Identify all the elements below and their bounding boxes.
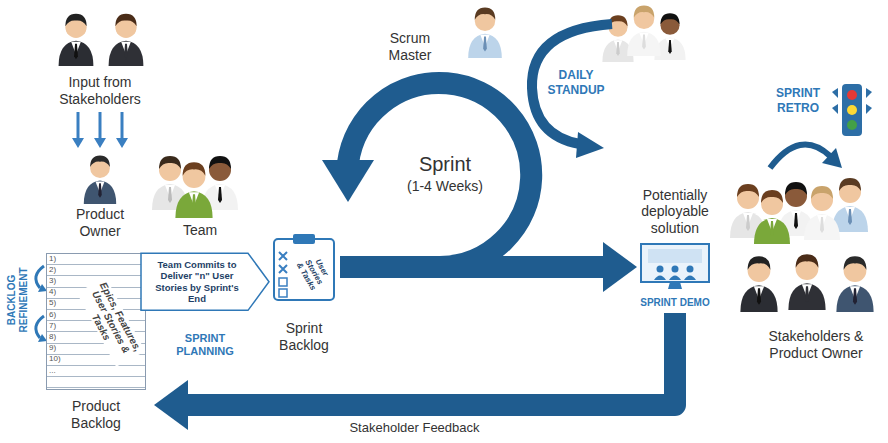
row-number: 8) <box>49 332 67 342</box>
phase-label: SPRINT DEMO <box>620 297 730 309</box>
clipboard-clip <box>293 234 315 244</box>
product-owner-figure <box>84 155 116 204</box>
stakeholder-group-figures <box>754 190 790 244</box>
role-label: Input from Stakeholders <box>40 74 160 108</box>
traffic-light <box>866 88 872 98</box>
role-label: Scrum Master <box>370 30 450 64</box>
edge-label: Stakeholder Feedback <box>335 420 495 436</box>
audience-figure <box>657 266 664 273</box>
traffic-light <box>832 84 872 136</box>
arrow-head <box>603 242 637 292</box>
audience-figure <box>687 266 694 273</box>
phase-label: SPRINT PLANNING <box>170 332 240 360</box>
stakeholder-figures <box>109 14 144 66</box>
role-label: Product Owner <box>55 206 145 240</box>
sprint-loop <box>322 83 531 267</box>
check-box <box>279 289 287 297</box>
sprint-loop <box>322 160 374 202</box>
backlog-items: Epics, Features, User Stories & Tasks <box>77 277 146 367</box>
event-label: BACKLOG REFINEMENT <box>6 250 30 350</box>
standup-arrow <box>576 132 604 158</box>
stakeholder-group-figures <box>730 178 874 312</box>
row-number: 7) <box>49 321 67 331</box>
stakeholder-group-figures <box>832 178 868 232</box>
audience-figure <box>669 276 681 281</box>
clip-node: User Stories & TasksSprint Backlog <box>272 232 336 354</box>
planning-text: Team Commits to Deliver "n" User Stories… <box>140 252 270 312</box>
node-caption: Potentially deployable solution <box>620 187 730 237</box>
clipboard-icon <box>274 239 334 300</box>
audience-figure <box>654 276 666 281</box>
screen-stand <box>668 282 682 289</box>
retro-arrow <box>770 144 842 168</box>
scrum-master-figure <box>468 8 502 58</box>
refinement-arrows <box>36 316 44 338</box>
standup-arrow <box>532 24 612 144</box>
node-caption: Sprint Backlog <box>272 320 336 354</box>
stakeholder-group-figures <box>836 256 873 312</box>
input-arrows <box>72 112 128 148</box>
retro-arrow <box>822 148 842 168</box>
input-arrows <box>116 138 128 148</box>
traffic-light <box>866 104 872 114</box>
stakeholder-group-figures <box>788 254 825 310</box>
refinement-arrows <box>36 266 44 288</box>
stakeholder-group-figures <box>804 186 840 240</box>
input-arrows <box>72 138 84 148</box>
backlog-node: Epics, Features, User Stories & TasksPro… <box>46 253 146 432</box>
role-label: Stakeholders & Product Owner <box>752 328 880 362</box>
sprint-title: Sprint <box>390 152 500 176</box>
stakeholder-group-figures <box>740 256 777 312</box>
traffic-light <box>847 90 857 100</box>
backlog-list: Epics, Features, User Stories & Tasks <box>46 253 146 390</box>
traffic-light <box>847 120 857 130</box>
input-arrows <box>99 112 102 140</box>
flow-arrow <box>340 256 605 278</box>
row-number: 1) <box>49 254 67 264</box>
audience-figure <box>684 276 696 281</box>
planning-node: Team Commits to Deliver "n" User Stories… <box>140 252 270 312</box>
row-number: 10) <box>49 354 67 364</box>
demo-screen <box>641 244 709 282</box>
role-label: Team <box>170 222 230 239</box>
flow-arrow <box>186 313 675 405</box>
standup-team-figures <box>602 6 685 62</box>
row-number: ... <box>49 366 67 376</box>
traffic-light <box>847 105 857 115</box>
standup-arrow <box>532 24 612 158</box>
input-arrows <box>94 138 106 148</box>
row-number: 9) <box>49 343 67 353</box>
traffic-light <box>842 84 862 136</box>
product-owner-figure <box>84 155 116 204</box>
screen-slide <box>648 249 702 263</box>
sprint-loop <box>348 83 531 267</box>
check-box <box>279 278 287 286</box>
scrum-master-figure <box>468 8 502 58</box>
traffic-light <box>832 88 838 98</box>
team-figures <box>152 156 238 218</box>
row-number: 3) <box>49 276 67 286</box>
team-figures <box>175 162 212 218</box>
row-number: 2) <box>49 265 67 275</box>
arrow-head <box>154 380 188 430</box>
audience-figure <box>672 266 679 273</box>
node-caption: Product Backlog <box>46 398 146 432</box>
row-number: 5) <box>49 298 67 308</box>
sprint-duration: (1-4 Weeks) <box>390 178 500 195</box>
stakeholder-figures <box>59 14 94 66</box>
event-label: SPRINT RETRO <box>762 86 834 116</box>
event-label: DAILY STANDUP <box>543 68 609 98</box>
check-mark <box>279 252 287 273</box>
traffic-light <box>832 104 838 114</box>
row-number: 4) <box>49 287 67 297</box>
stakeholder-figures <box>59 14 144 66</box>
demo-node: Potentially deployable solutionSPRINT DE… <box>620 187 730 309</box>
input-arrows <box>77 112 80 140</box>
input-arrows <box>121 112 124 140</box>
demo-screen <box>640 243 710 291</box>
standup-team-figures <box>627 6 661 56</box>
row-number: 6) <box>49 310 67 320</box>
retro-arrow <box>770 144 830 168</box>
